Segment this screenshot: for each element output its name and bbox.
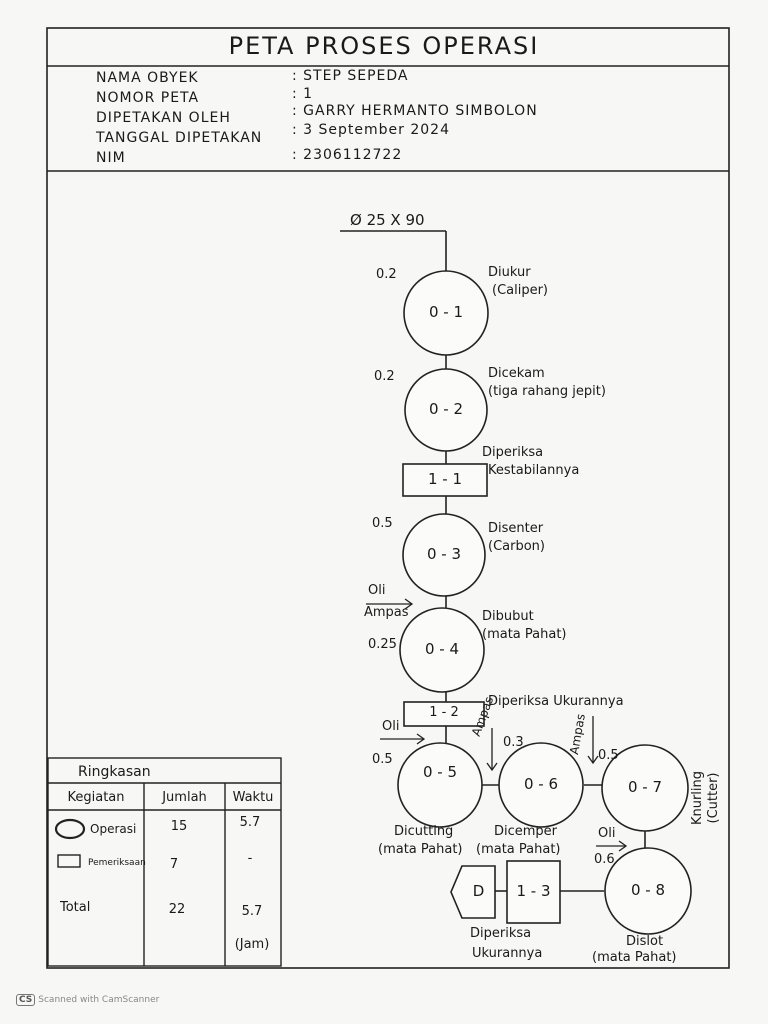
op4-code: 0 - 4 [424, 640, 460, 658]
operation-circle-op8 [604, 847, 692, 935]
op8-desc-1: Dislot [626, 934, 664, 949]
op6-desc-1: Dicemper [494, 824, 558, 839]
operation-circle-op2 [404, 368, 488, 452]
summary-row-total-label: Total [60, 900, 91, 915]
operation-circle-op1 [403, 270, 489, 356]
operation-circle-op4 [399, 607, 485, 693]
op3-desc-1: Disenter [488, 521, 544, 536]
header-label-nim: NIM [96, 150, 126, 166]
start-material-label: Ø 25 X 90 [350, 211, 425, 229]
operation-circle-op7 [601, 744, 689, 832]
op7-desc-1: Knurling [690, 770, 705, 826]
input-arrowhead-op4 [404, 598, 414, 610]
scanner-footer-text: Scanned with CamScanner [38, 995, 160, 1005]
op3-time: 0.5 [372, 516, 393, 531]
op6-code: 0 - 6 [523, 775, 559, 793]
header-label-nama-obyek: NAMA OBYEK [96, 70, 199, 86]
op3-code: 0 - 3 [426, 545, 462, 563]
op7-desc-2: (Cutter) [706, 772, 721, 824]
op5-input-1: Oli [382, 719, 400, 734]
op2-time: 0.2 [374, 369, 395, 384]
summary-inspection-symbol [57, 854, 81, 868]
storage-shape [450, 865, 496, 919]
input-arrowhead-op5 [416, 733, 426, 745]
inspection-box-in3 [506, 860, 561, 924]
summary-col-waktu: Waktu [232, 790, 274, 805]
summary-table-lines [47, 757, 282, 967]
op8-desc-2: (mata Pahat) [592, 950, 677, 965]
op1-code: 0 - 1 [428, 303, 464, 321]
in2-code: 1 - 2 [429, 705, 459, 720]
header-label-nomor-peta: NOMOR PETA [96, 90, 200, 106]
camscanner-logo-icon: CS [16, 994, 36, 1006]
input-arrowhead-op6 [486, 762, 498, 772]
op4-input-2: Ampas [364, 605, 409, 620]
summary-title: Ringkasan [78, 764, 151, 780]
summary-operation-symbol [54, 818, 86, 840]
header-label-dipetakan-oleh: DIPETAKAN OLEH [96, 110, 231, 126]
op4-desc-1: Dibubut [482, 609, 534, 624]
op6-desc-2: (mata Pahat) [476, 842, 561, 857]
header-value-nomor-peta: : 1 [292, 86, 314, 102]
op5-code: 0 - 5 [422, 763, 458, 781]
summary-row-operasi-jumlah: 15 [170, 819, 188, 834]
inspection-box-in2 [403, 701, 485, 727]
header-value-tanggal: : 3 September 2024 [292, 122, 450, 138]
header-value-nama-obyek: : STEP SEPEDA [292, 68, 409, 84]
op2-code: 0 - 2 [428, 400, 464, 418]
storage-code: D [472, 882, 485, 900]
summary-row-total-waktu: 5.7 [241, 904, 263, 919]
op7-time: 0.5 [598, 748, 619, 763]
op8-time: 0.6 [594, 852, 615, 867]
inspection-box-in1 [402, 463, 488, 497]
page-title: PETA PROSES OPERASI [228, 32, 540, 60]
in1-desc-1: Diperiksa [482, 445, 544, 460]
op2-desc-1: Dicekam [488, 366, 545, 381]
header-value-nim: : 2306112722 [292, 147, 403, 163]
op5-desc-1: Dicutting [394, 824, 454, 839]
op4-input-1: Oli [368, 583, 386, 598]
header-value-dipetakan-oleh: : GARRY HERMANTO SIMBOLON [292, 103, 538, 119]
summary-row-operasi-waktu: 5.7 [239, 815, 261, 830]
summary-row-total-jumlah: 22 [168, 902, 186, 917]
op8-input-1: Oli [598, 826, 616, 841]
op1-time: 0.2 [376, 267, 397, 282]
summary-time-unit: (Jam) [234, 937, 270, 952]
in1-desc-2: Kestabilannya [488, 463, 580, 478]
in3-desc-1: Diperiksa [470, 926, 532, 941]
operation-circle-op5 [397, 742, 483, 828]
in2-desc-1: Diperiksa Ukurannya [488, 694, 624, 709]
op2-desc-2: (tiga rahang jepit) [488, 384, 606, 399]
summary-row-pemeriksaan-waktu: - [247, 851, 253, 866]
op3-desc-2: (Carbon) [488, 539, 545, 554]
summary-col-jumlah: Jumlah [162, 790, 207, 805]
input-arrowhead-op7 [587, 755, 599, 765]
summary-col-kegiatan: Kegiatan [67, 790, 125, 805]
in1-code: 1 - 1 [427, 470, 463, 488]
in3-desc-2: Ukurannya [472, 946, 543, 961]
op4-time: 0.25 [368, 637, 397, 652]
summary-row-operasi-label: Operasi [90, 822, 137, 836]
header-label-tanggal: TANGGAL DIPETAKAN [96, 130, 263, 146]
op4-desc-2: (mata Pahat) [482, 627, 567, 642]
op1-desc-1: Diukur [488, 265, 531, 280]
outer-frame [46, 27, 730, 969]
operation-circle-op6 [498, 742, 584, 828]
summary-row-pemeriksaan-jumlah: 7 [169, 857, 179, 872]
op5-desc-2: (mata Pahat) [378, 842, 463, 857]
op6-time: 0.3 [503, 735, 524, 750]
op7-code: 0 - 7 [627, 778, 663, 796]
op5-time: 0.5 [372, 752, 393, 767]
summary-row-pemeriksaan-label: Pemeriksaan [88, 858, 146, 868]
operation-circle-op3 [402, 513, 486, 597]
op8-code: 0 - 8 [630, 881, 666, 899]
op1-desc-2: (Caliper) [492, 283, 549, 298]
in3-code: 1 - 3 [516, 882, 551, 900]
input-arrowhead-op8 [618, 840, 628, 852]
